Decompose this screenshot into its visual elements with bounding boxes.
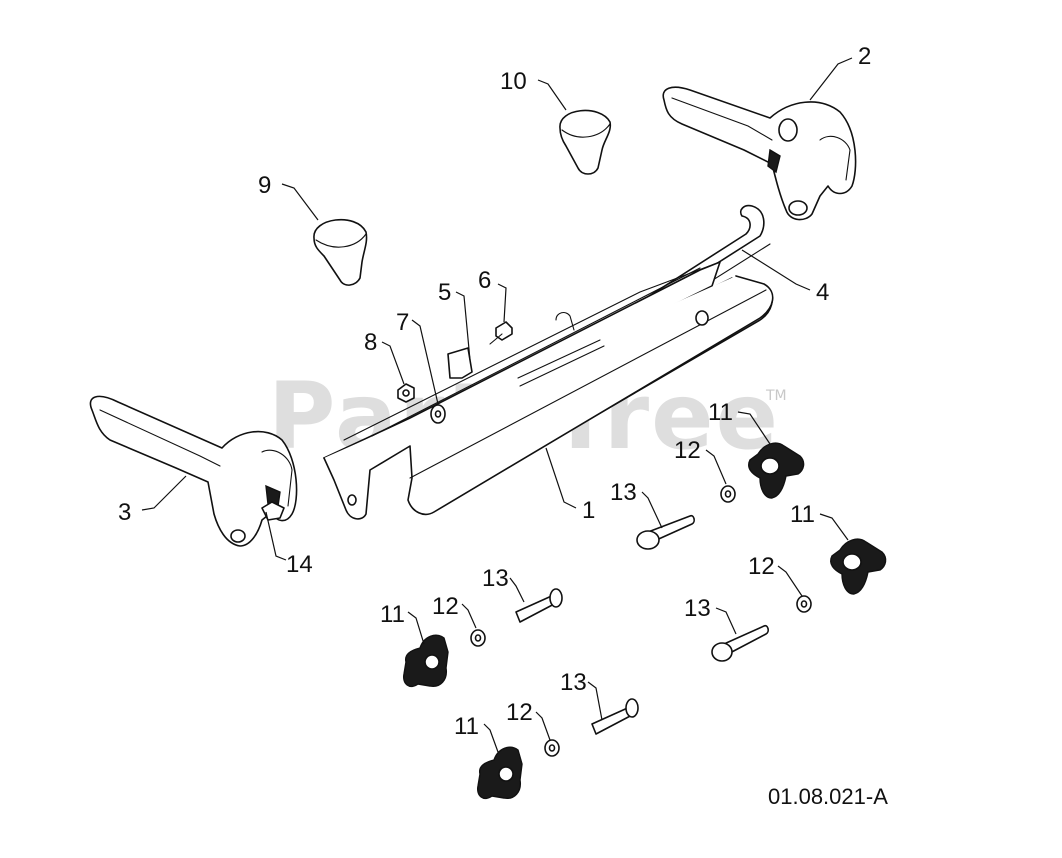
part-13-bolt-c[interactable] <box>711 624 769 662</box>
callout-4: 4 <box>816 279 829 306</box>
part-9-knob[interactable] <box>313 218 368 286</box>
drawing-code: 01.08.021-A <box>768 784 888 809</box>
callout-11-a: 11 <box>708 399 733 426</box>
part-8-nut[interactable] <box>397 383 415 403</box>
part-11-knob-d[interactable] <box>477 746 523 800</box>
callout-11-d: 11 <box>454 713 479 740</box>
callout-6: 6 <box>478 267 491 294</box>
part-11-knob-c[interactable] <box>403 634 449 688</box>
part-5-bracket[interactable] <box>447 347 473 379</box>
part-1-bracket-frame[interactable] <box>323 261 774 520</box>
callout-12-b: 12 <box>748 553 775 580</box>
leader-lines <box>141 57 853 753</box>
part-13-bolt-b[interactable] <box>515 588 563 623</box>
part-6-bolt[interactable] <box>489 321 513 345</box>
callout-11-c: 11 <box>380 601 405 628</box>
part-11-knob-b[interactable] <box>830 538 887 595</box>
callout-13-b: 13 <box>482 565 509 592</box>
callout-14: 14 <box>286 551 313 578</box>
part-12-washer-c[interactable] <box>470 629 486 647</box>
callout-2: 2 <box>858 43 871 70</box>
part-10-knob[interactable] <box>559 109 612 175</box>
callout-13-d: 13 <box>560 669 587 696</box>
part-12-washer-a[interactable] <box>720 485 736 503</box>
part-11-knob-a[interactable] <box>748 442 805 499</box>
callout-12-a: 12 <box>674 437 701 464</box>
callout-7: 7 <box>396 309 409 336</box>
callout-11-b: 11 <box>790 501 815 528</box>
callout-9: 9 <box>258 172 271 199</box>
part-7-washer[interactable] <box>430 404 446 424</box>
part-12-washer-b[interactable] <box>796 595 812 613</box>
callout-5: 5 <box>438 279 451 306</box>
part-2-handle-lever[interactable] <box>662 86 857 221</box>
callout-1: 1 <box>582 497 595 524</box>
part-12-washer-d[interactable] <box>544 739 560 757</box>
callout-12-c: 12 <box>432 593 459 620</box>
callout-13-c: 13 <box>684 595 711 622</box>
callout-3: 3 <box>118 499 131 526</box>
callout-13-a: 13 <box>610 479 637 506</box>
part-13-bolt-d[interactable] <box>591 698 639 735</box>
callout-12-d: 12 <box>506 699 533 726</box>
part-13-bolt-a[interactable] <box>636 514 695 550</box>
callout-10: 10 <box>500 68 527 95</box>
watermark-trademark: TM <box>765 388 787 404</box>
callout-8: 8 <box>364 329 377 356</box>
